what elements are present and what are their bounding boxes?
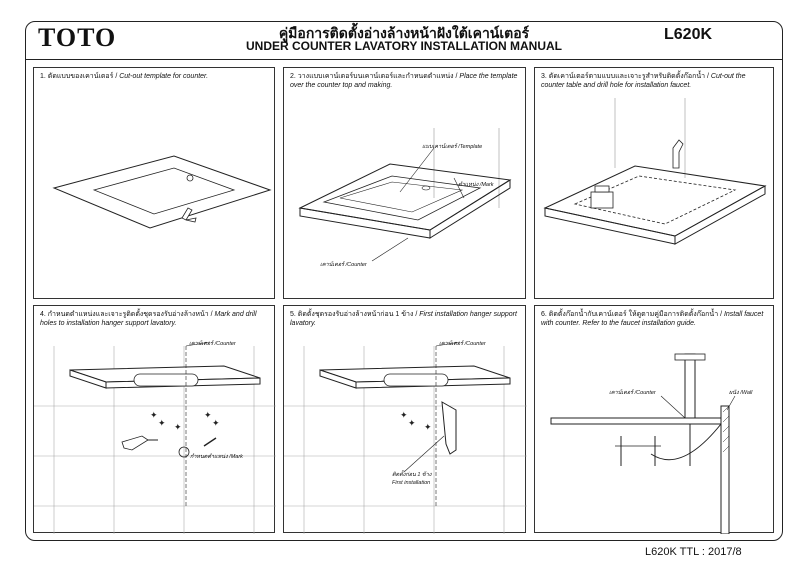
cut-and-drill-illustration xyxy=(543,98,767,245)
step-5-panel: 5. ติดตั้งชุดรองรับอ่างล้างหน้าก่อน 1 ข้… xyxy=(283,305,527,534)
step-1-panel: 1. ตัดแบบของเคาน์เตอร์ / Cut-out templat… xyxy=(33,67,275,299)
counter-label: เคาน์เตอร์ /Counter xyxy=(439,340,487,347)
header-divider xyxy=(25,59,783,60)
counter-label: เคาน์เตอร์ /Counter xyxy=(320,261,368,268)
model-number: L620K xyxy=(664,26,713,43)
title-english: UNDER COUNTER LAVATORY INSTALLATION MANU… xyxy=(246,39,562,53)
step-3-caption: 3. ตัดเคาน์เตอร์ตามแบบและเจาะรูสำหรับติด… xyxy=(541,73,746,89)
counter-label: เคาน์เตอร์ /Counter xyxy=(189,340,237,347)
svg-text:✦: ✦ xyxy=(408,419,416,429)
page-frame xyxy=(25,21,783,541)
template-label: แบบเคาน์เตอร์ /Template xyxy=(422,143,482,150)
wall-label: ผนัง /Wall xyxy=(729,389,753,396)
svg-text:✦: ✦ xyxy=(212,419,220,429)
footer-revision: L620K TTL : 2017/8 xyxy=(645,546,742,558)
step-5-caption: 5. ติดตั้งชุดรองรับอ่างล้างหน้าก่อน 1 ข้… xyxy=(290,311,517,327)
svg-text:✦: ✦ xyxy=(400,411,408,421)
mark-and-drill-wall-illustration: ✦✦✦✦✦ เคาน์เตอร์ /Counter กำหนดตำแหน่ง /… xyxy=(34,340,276,534)
toto-logo: TOTO xyxy=(38,23,117,52)
first-install-label-thai: ติดตั้งก่อน 1 ข้าง xyxy=(392,470,432,478)
svg-text:✦: ✦ xyxy=(158,419,166,429)
counter-label: เคาน์เตอร์ /Counter xyxy=(609,389,657,396)
step-4-panel: 4. กำหนดตำแหน่งและเจาะรูติดตั้งชุดรองรับ… xyxy=(33,305,276,534)
step-2-panel: 2. วางแบบเคาน์เตอร์บนเคาน์เตอร์และกำหนดต… xyxy=(283,67,526,299)
template-placement-illustration: แบบเคาน์เตอร์ /Template ตำแหน่ง /Mark เค… xyxy=(298,128,512,268)
step-3-panel: 3. ตัดเคาน์เตอร์ตามแบบและเจาะรูสำหรับติด… xyxy=(534,67,774,299)
svg-text:✦: ✦ xyxy=(424,423,432,433)
step-1-caption: 1. ตัดแบบของเคาน์เตอร์ / Cut-out templat… xyxy=(40,73,209,80)
step-6-panel: 6. ติดตั้งก๊อกน้ำกับเคาน์เตอร์ ให้ดูตามค… xyxy=(534,305,774,534)
title-thai: คู่มือการติดตั้งอ่างล้างหน้าฝังใต้เคาน์เ… xyxy=(278,25,530,41)
mark-label: ตำแหน่ง /Mark xyxy=(458,181,494,188)
step-2-caption: 2. วางแบบเคาน์เตอร์บนเคาน์เตอร์และกำหนดต… xyxy=(290,73,518,89)
faucet-install-section-illustration: เคาน์เตอร์ /Counter ผนัง /Wall xyxy=(550,353,753,534)
svg-text:✦: ✦ xyxy=(204,411,212,421)
svg-text:✦: ✦ xyxy=(174,423,182,433)
step-4-caption: 4. กำหนดตำแหน่งและเจาะรูติดตั้งชุดรองรับ… xyxy=(40,311,257,327)
first-install-label-en: First installation xyxy=(392,480,430,486)
mark-label: กำหนดตำแหน่ง /Mark xyxy=(190,453,243,460)
first-hanger-install-illustration: ✦✦✦ เคาน์เตอร์ /Counter ติดตั้งก่อน 1 ข้… xyxy=(284,340,527,534)
cutout-template-illustration xyxy=(52,155,272,229)
step-6-caption: 6. ติดตั้งก๊อกน้ำกับเคาน์เตอร์ ให้ดูตามค… xyxy=(541,311,764,327)
svg-text:✦: ✦ xyxy=(150,411,158,421)
